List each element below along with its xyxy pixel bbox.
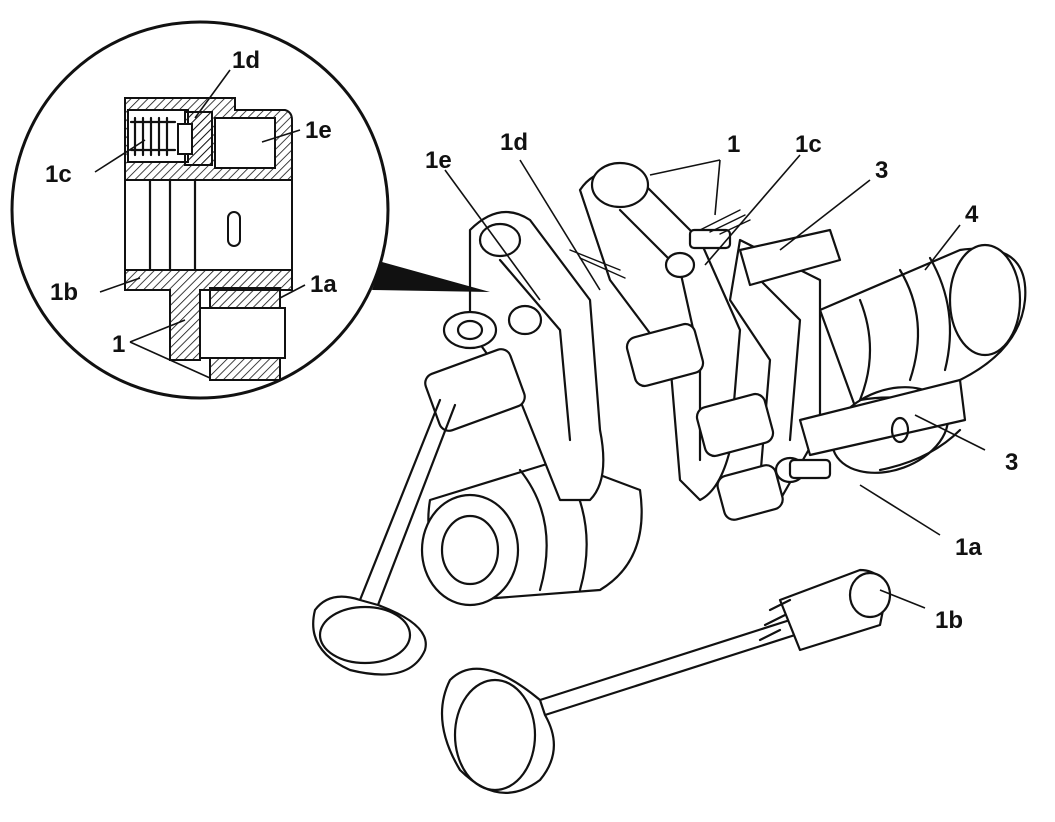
- inset-label-1b: 1b: [50, 279, 78, 306]
- lower-camshaft: [420, 458, 643, 607]
- label-3-right: 3: [1005, 449, 1018, 476]
- valve-lower: [440, 568, 892, 794]
- inset-label-1d: 1d: [232, 47, 260, 74]
- inset-leaders: [94, 69, 306, 379]
- label-1b: 1b: [935, 607, 963, 634]
- label-1d: 1d: [500, 129, 528, 156]
- label-1c: 1c: [795, 131, 822, 158]
- detent-pins: [569, 209, 832, 480]
- inset-label-1a: 1a: [310, 271, 337, 298]
- label-3-top: 3: [875, 157, 888, 184]
- label-1: 1: [727, 131, 740, 158]
- inset-pointer: [372, 262, 490, 292]
- inset-label-1: 1: [112, 331, 125, 358]
- valve-left: [312, 398, 457, 676]
- label-1a: 1a: [955, 534, 982, 561]
- label-4: 4: [965, 201, 979, 228]
- rocker-shaft: [738, 228, 967, 457]
- camshaft: [818, 243, 1027, 474]
- inset-label-1e: 1e: [305, 117, 332, 144]
- lash-adjusters: [424, 310, 784, 521]
- main-assembly: [312, 154, 1027, 794]
- label-1e: 1e: [425, 147, 452, 174]
- inset-label-1c: 1c: [45, 161, 72, 188]
- main-leaders: [444, 154, 986, 609]
- detail-inset: [10, 20, 390, 400]
